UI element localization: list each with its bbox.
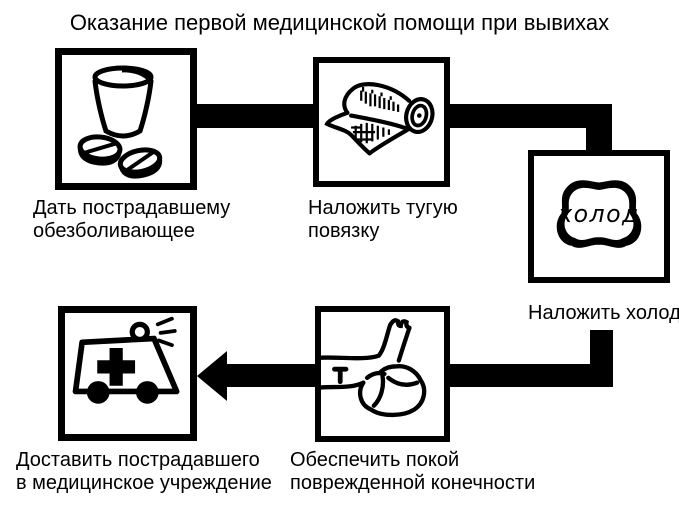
- step-box-painkiller: [55, 48, 197, 190]
- step-label-bandage: Наложить тугую повязку: [308, 197, 458, 242]
- injured-limb-icon: [321, 318, 427, 418]
- glass-and-pills-icon: [77, 65, 163, 179]
- page-title: Оказание первой медицинской помощи при в…: [69, 10, 610, 35]
- step-label-hospital-transport: Доставить пострадавшего в медицинское уч…: [16, 449, 272, 494]
- cold-pack-word: холод: [557, 200, 639, 228]
- arrowhead-into-step5: [197, 351, 227, 401]
- connector-step1-step2: [195, 104, 317, 128]
- step-box-bandage: [313, 57, 450, 187]
- step-label-cold: Наложить холод: [528, 302, 679, 324]
- connector-step2-step3-horizontal: [448, 104, 612, 128]
- ambulance-icon: [72, 316, 180, 404]
- bandage-roll-icon: [324, 82, 435, 156]
- step-box-limb-rest: [315, 306, 450, 442]
- step-label-painkiller: Дать пострадавшему обезболивающее: [33, 197, 231, 242]
- connector-step2-step3-vertical: [586, 104, 612, 154]
- connector-step3-step4-horizontal: [448, 364, 613, 387]
- cold-pack-icon: холод: [556, 180, 642, 248]
- step-label-limb-rest: Обеспечить покой поврежденной конечности: [290, 449, 536, 494]
- step-box-cold: холод: [528, 150, 670, 283]
- step-box-hospital-transport: [58, 306, 197, 441]
- connector-step4-step5-shaft: [224, 364, 317, 387]
